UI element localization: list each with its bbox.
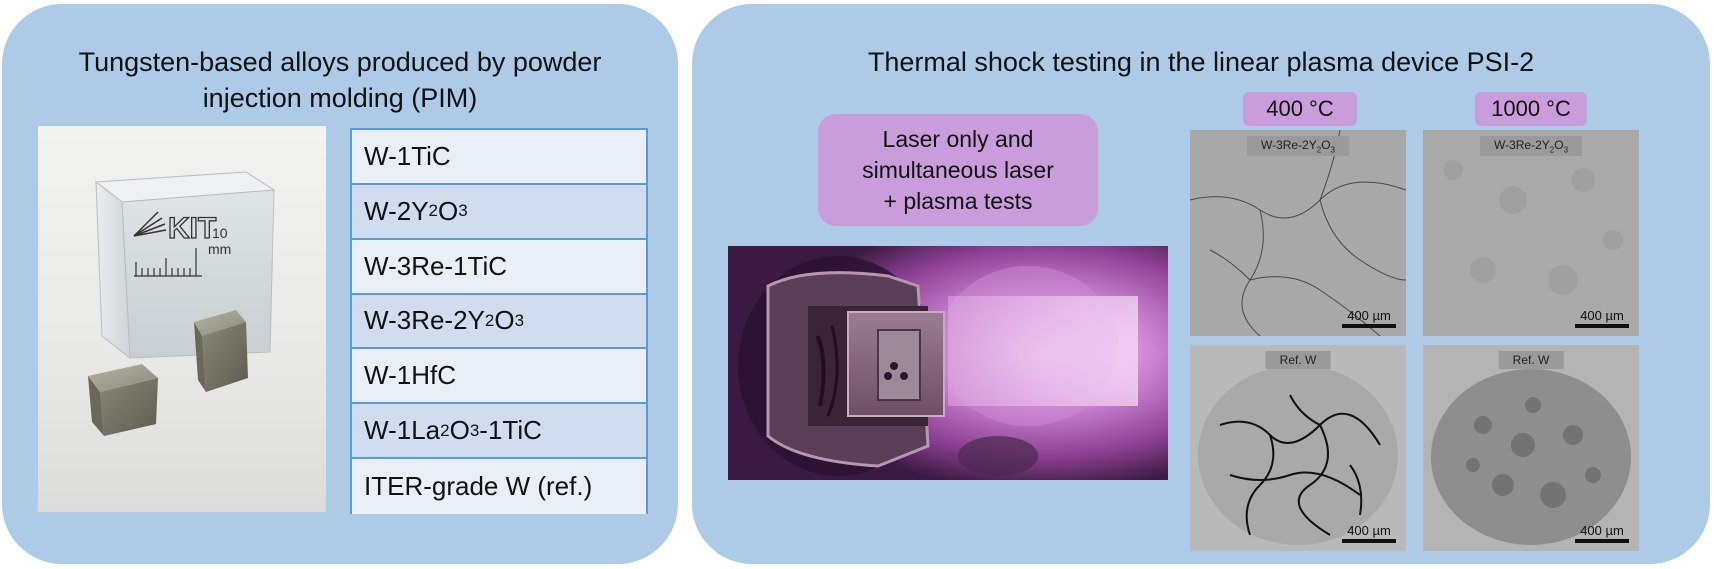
sem-texture-damaged (1431, 369, 1631, 545)
scale-bar-a: 400 µm (1342, 308, 1396, 328)
alloys-title-line-1: Tungsten-based alloys produced by powder (78, 47, 602, 77)
laser-label-line-2: simultaneous laser (862, 156, 1054, 183)
scale-bar-c: 400 µm (1342, 523, 1396, 543)
scale-line-a (1342, 324, 1396, 328)
scale-label-a: 400 µm (1347, 308, 1391, 323)
laser-label-line-1: Laser only and (882, 125, 1034, 152)
svg-text:mm: mm (208, 241, 231, 257)
scale-label-d: 400 µm (1580, 523, 1624, 538)
sem-cracks-fine (1190, 130, 1406, 336)
sem-cracks-heavy (1198, 365, 1398, 545)
alloys-panel-title: Tungsten-based alloys produced by powder… (22, 44, 658, 116)
temperature-label-400: 400 °C (1243, 92, 1357, 126)
sem-image-ref-400: Ref. W 400 µm (1190, 345, 1406, 551)
laser-tests-label: Laser only and simultaneous laser + plas… (818, 114, 1098, 226)
laser-label-line-3: + plasma tests (883, 187, 1033, 214)
ruler-ticks (134, 248, 202, 277)
alloys-title-line-2: injection molding (PIM) (202, 83, 478, 113)
psi2-plasma-photo (728, 246, 1168, 480)
plasma-device-illustration (728, 246, 1168, 480)
svg-text:10: 10 (212, 225, 228, 241)
scale-line-d (1575, 539, 1629, 543)
scale-label-c: 400 µm (1347, 523, 1391, 538)
scale-bar-d: 400 µm (1575, 523, 1629, 543)
scale-label-b: 400 µm (1580, 308, 1624, 323)
sem-image-ref-1000: Ref. W 400 µm (1423, 345, 1639, 551)
alloy-row: W-1HfC (352, 349, 646, 405)
sem-tag-alloy-400: W-3Re-2Y2O3 (1246, 136, 1350, 157)
scale-line-b (1575, 324, 1629, 328)
scale-line-c (1342, 539, 1396, 543)
sem-image-alloy-1000: W-3Re-2Y2O3 400 µm (1423, 130, 1639, 336)
kit-samples-illustration: KIT 10 mm (88, 171, 276, 436)
sem-image-alloy-400: W-3Re-2Y2O3 400 µm (1190, 130, 1406, 336)
kit-logo: KIT (133, 211, 217, 246)
sem-tag-alloy-1000: W-3Re-2Y2O3 (1479, 136, 1583, 157)
svg-text:KIT: KIT (168, 212, 216, 245)
scale-bar-b: 400 µm (1575, 308, 1629, 328)
sem-tag-ref-1000: Ref. W (1498, 351, 1564, 369)
alloy-row: W-1TiC (352, 130, 646, 185)
kit-samples-photo: KIT 10 mm (38, 126, 326, 512)
sem-texture-rough (1423, 130, 1639, 336)
thermal-shock-title: Thermal shock testing in the linear plas… (867, 47, 1535, 77)
alloy-row: W-3Re-1TiC (352, 239, 646, 295)
alloy-row: ITER-grade W (ref.) (352, 459, 646, 514)
sem-tag-ref-400: Ref. W (1265, 351, 1331, 369)
temperature-label-1000: 1000 °C (1475, 92, 1587, 126)
